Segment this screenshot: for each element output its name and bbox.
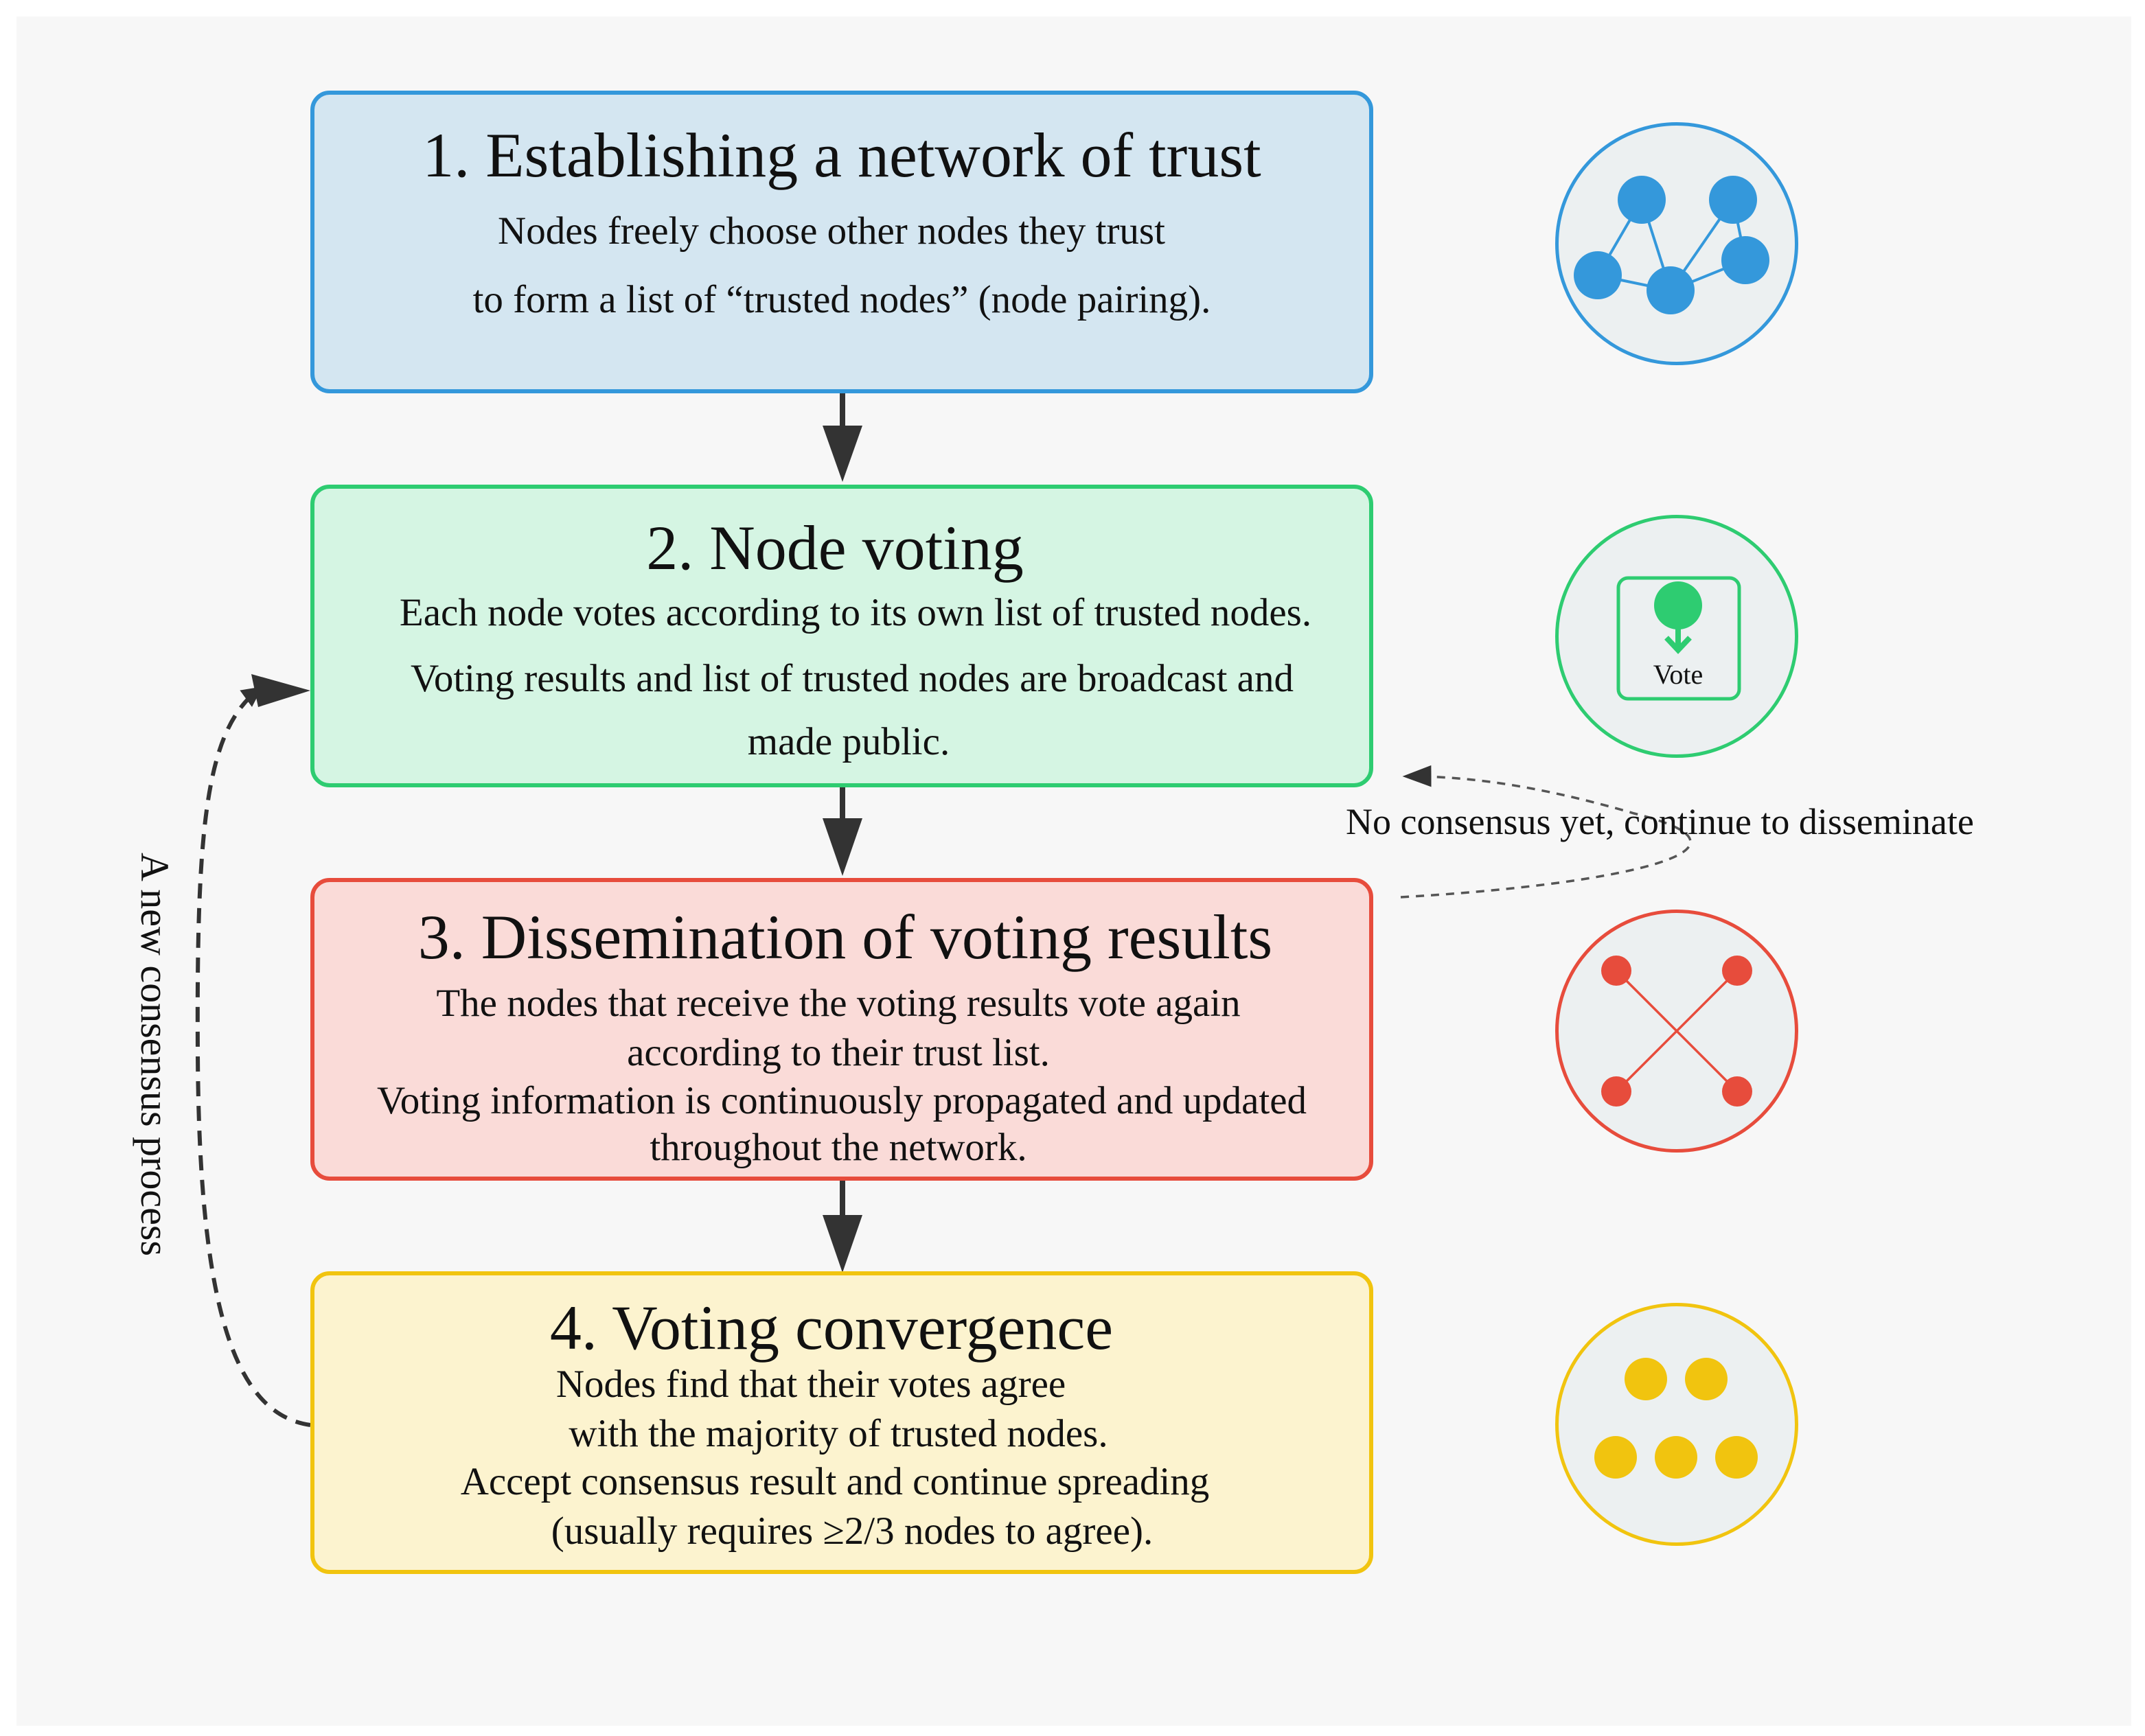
step-1-box: 1. Establishing a network of trust Nodes… [310, 91, 1373, 393]
network-nodes-icon [1555, 122, 1798, 365]
step-1-title: 1. Establishing a network of trust [422, 120, 1261, 190]
loop-arrow-head [251, 674, 310, 707]
step-4-line-3: Accept consensus result and continue spr… [460, 1460, 1210, 1503]
step-2-box: 2. Node voting Each node votes according… [310, 485, 1373, 787]
step-1-line-2: to form a list of “trusted nodes” (node … [472, 278, 1211, 321]
arrow-step3-to-step4 [823, 1181, 862, 1273]
step-3-line-1: The nodes that receive the voting result… [436, 982, 1241, 1025]
vote-icon-label: Vote [1653, 659, 1704, 690]
step-3-line-2: according to their trust list. [627, 1031, 1050, 1074]
step-2-title: 2. Node voting [646, 513, 1024, 583]
step-1-line-1: Nodes freely choose other nodes they tru… [498, 209, 1165, 253]
step-4-box: 4. Voting convergence Nodes find that th… [310, 1271, 1373, 1574]
feedback-label: No consensus yet, continue to disseminat… [1346, 801, 1974, 842]
arrow-step1-to-step2 [823, 393, 862, 482]
loop-label: A new consensus process [133, 853, 177, 1256]
dissemination-cross-icon [1555, 910, 1798, 1153]
step-4-line-1: Nodes find that their votes agree [555, 1363, 1066, 1406]
vote-ballot-icon: Vote [1555, 515, 1798, 758]
arrow-step2-to-step3 [823, 787, 862, 876]
step-4-line-2: with the majority of trusted nodes. [569, 1412, 1108, 1455]
step-3-line-4: throughout the network. [650, 1126, 1027, 1169]
step-2-line-3: made public. [747, 720, 950, 763]
step-4-title: 4. Voting convergence [549, 1293, 1114, 1363]
step-3-box: 3. Dissemination of voting results The n… [310, 878, 1373, 1181]
step-2-line-1: Each node votes according to its own lis… [399, 591, 1312, 634]
step-2-line-2: Voting results and list of trusted nodes… [411, 657, 1294, 700]
step-4-line-4: (usually requires ≥2/3 nodes to agree). [551, 1509, 1154, 1553]
loop-arrow [195, 686, 311, 1427]
converged-nodes-icon [1555, 1303, 1798, 1546]
step-3-line-3: Voting information is continuously propa… [376, 1079, 1307, 1122]
step-3-title: 3. Dissemination of voting results [417, 902, 1273, 972]
feedback-arrow [1400, 765, 1692, 899]
